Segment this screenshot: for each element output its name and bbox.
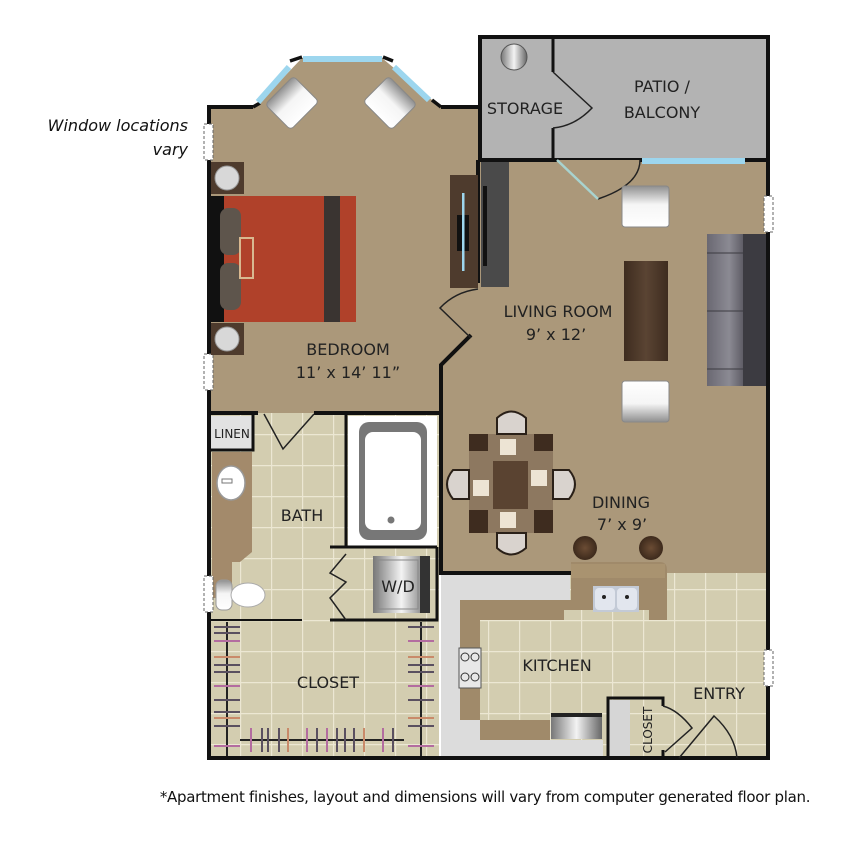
- bar-stool-icon: [573, 536, 597, 560]
- dining-chair-icon: [552, 469, 576, 500]
- bedroom-furniture: [211, 77, 509, 355]
- stove-icon: [458, 647, 482, 689]
- storage-door[interactable]: [552, 71, 594, 129]
- bath-door[interactable]: [263, 413, 315, 451]
- bedroom-label: BEDROOM: [306, 340, 390, 359]
- wd-bifold-door[interactable]: [328, 553, 348, 621]
- linen-label: LINEN: [214, 427, 250, 441]
- disclaimer: *Apartment finishes, layout and dimensio…: [159, 788, 811, 806]
- storage-label: STORAGE: [487, 99, 563, 118]
- bay-window-right: [391, 64, 432, 103]
- closet-hangers: [214, 626, 434, 752]
- lamp-icon: [214, 326, 240, 352]
- entry-closet-label: CLOSET: [641, 706, 655, 753]
- entry-closet-shelf: [608, 700, 630, 756]
- patio-label-line2: BALCONY: [624, 103, 701, 122]
- bed-runner: [324, 196, 340, 322]
- living-room-dimensions: 9’ x 12’: [526, 325, 586, 344]
- bay-window-left: [255, 65, 292, 104]
- sofa-back: [743, 234, 766, 386]
- water-heater-icon: [500, 43, 528, 71]
- entry-label: ENTRY: [693, 684, 745, 703]
- bedroom-door[interactable]: [438, 288, 479, 339]
- armchair-icon: [266, 77, 318, 129]
- living-room-label: LIVING ROOM: [504, 302, 613, 321]
- armchair-icon: [364, 77, 416, 129]
- dining-table: [493, 461, 528, 509]
- wd-label: W/D: [381, 577, 415, 596]
- armchair-icon: [621, 185, 670, 228]
- entry-door[interactable]: [678, 714, 738, 759]
- windows: [255, 56, 745, 164]
- patio-label-line1: PATIO /: [634, 77, 691, 96]
- bay-window-walls: [252, 55, 443, 109]
- sofa-icon: [707, 234, 744, 386]
- bar-stool-icon: [639, 536, 663, 560]
- entry-closet-door[interactable]: [662, 705, 694, 753]
- book-icon: [239, 237, 254, 279]
- dining-chair-icon: [496, 410, 527, 435]
- kitchen-sink-icon: [593, 586, 639, 612]
- dining-dimensions: 7’ x 9’: [597, 515, 647, 534]
- closet-label: CLOSET: [297, 673, 359, 692]
- armchair-icon: [621, 380, 670, 423]
- dining-chair-icon: [496, 532, 527, 556]
- bathtub-icon: [348, 416, 437, 546]
- refrigerator-icon: [551, 713, 602, 739]
- bedroom-dimensions: 11’ x 14’ 11”: [296, 363, 400, 382]
- coffee-table: [624, 261, 668, 361]
- dining-set: [446, 410, 663, 560]
- living-room-furniture: [621, 185, 766, 423]
- linen-closet: [211, 416, 253, 450]
- dining-label: DINING: [592, 493, 650, 512]
- optional-windows: [203, 123, 774, 687]
- pillow-icon: [220, 208, 241, 255]
- lamp-icon: [214, 165, 240, 191]
- toilet-icon: [215, 579, 266, 611]
- bath-label: BATH: [281, 506, 323, 525]
- note-line-2: vary: [152, 140, 188, 159]
- doors: [263, 159, 738, 759]
- washer-dryer-icon: [373, 556, 430, 613]
- kitchen-label: KITCHEN: [522, 656, 591, 675]
- pillow-icon: [220, 263, 241, 310]
- dining-chair-icon: [446, 469, 470, 500]
- patio-area: [478, 35, 770, 162]
- note-line-1: Window locations: [47, 116, 188, 135]
- window-locations-note: Window locations vary: [40, 114, 188, 162]
